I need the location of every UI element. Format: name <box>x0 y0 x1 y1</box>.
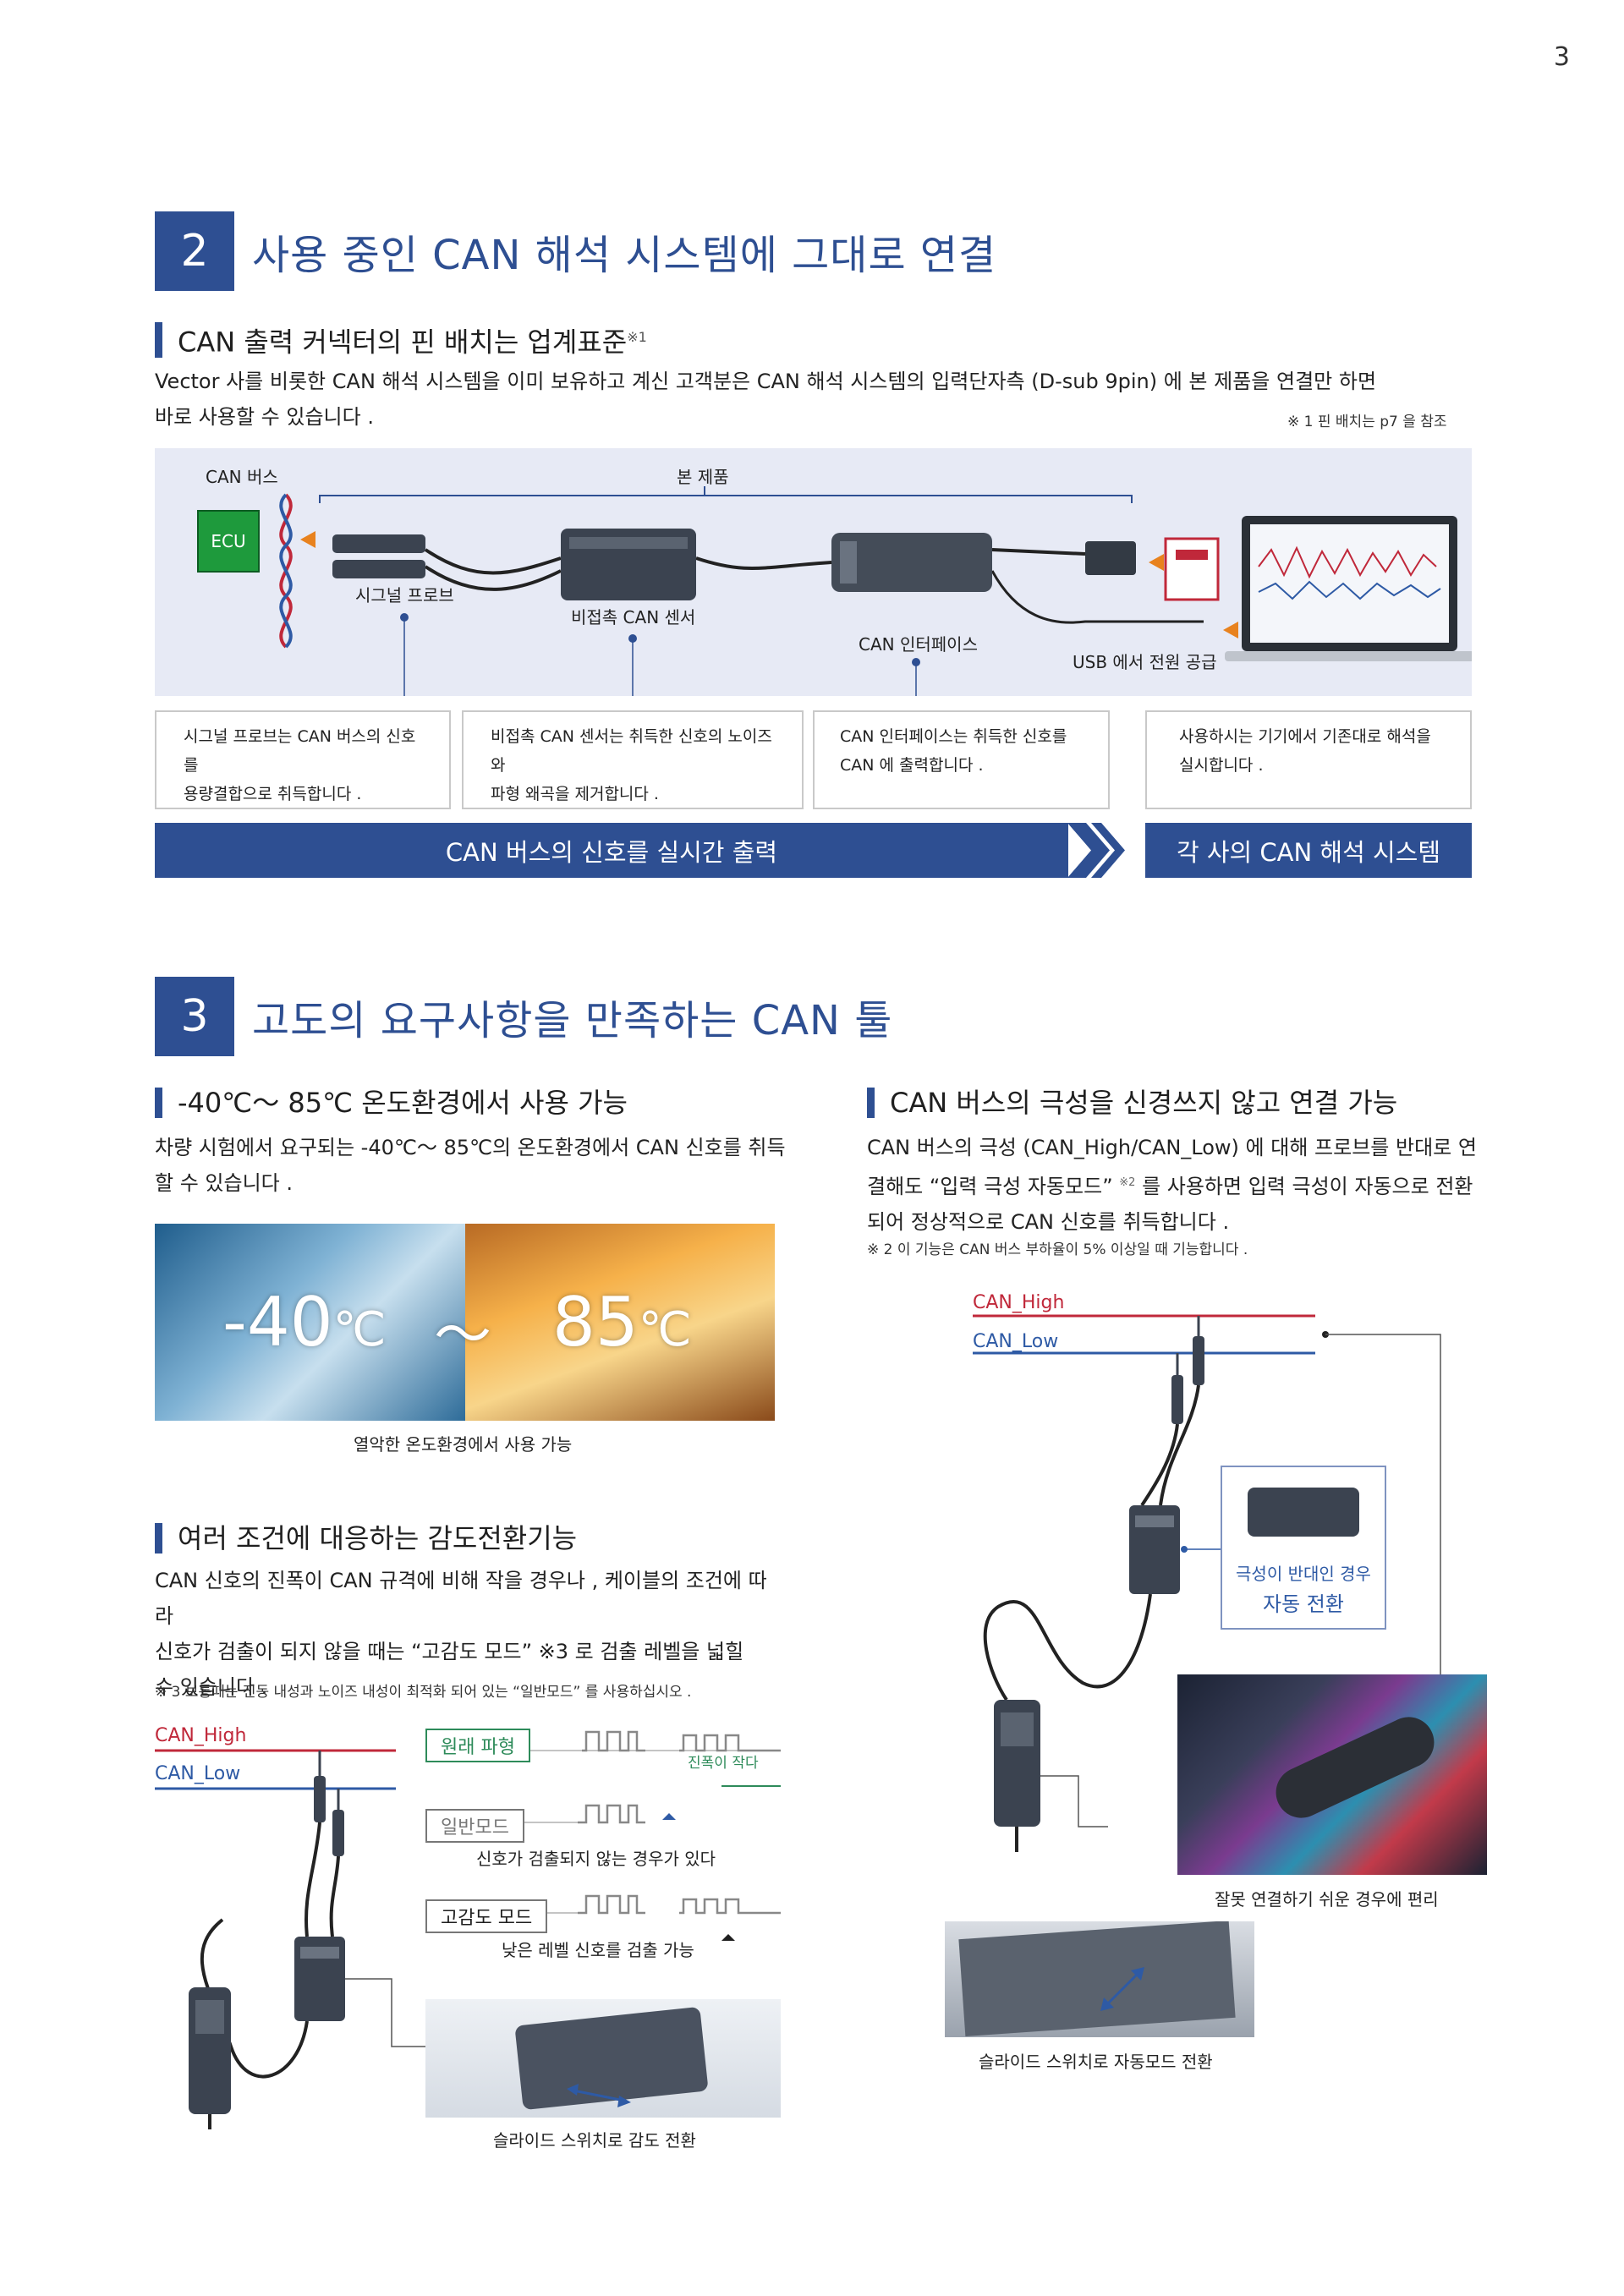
sensor-description-box: 비접촉 CAN 센서는 취득한 신호의 노이즈와 파형 왜곡을 제거합니다 . <box>462 710 804 809</box>
double-arrow-icon <box>1100 1967 1144 2011</box>
temperature-photo: -40℃ ～ 85℃ <box>155 1224 775 1421</box>
box-line: CAN 에 출력합니다 . <box>840 756 984 775</box>
sensitivity-subheading: 여러 조건에 대응하는 감도전환기능 <box>155 1523 577 1553</box>
sensor-label: 비접촉 CAN 센서 <box>571 607 696 627</box>
small-amplitude-label: 진폭이 작다 <box>688 1755 759 1772</box>
polarity-body: CAN 버스의 극성 (CAN_High/CAN_Low) 에 대해 프로브를 … <box>867 1130 1493 1240</box>
temp-caption: 열악한 온도환경에서 사용 가능 <box>354 1434 573 1455</box>
product-label: 본 제품 <box>677 467 729 487</box>
auto-switch-line2: 자동 전환 <box>1263 1592 1344 1616</box>
analysis-description-box: 사용하시는 기기에서 기존대로 해석을 실시합니다 . <box>1145 710 1472 809</box>
body-text: Vector 사를 비롯한 CAN 해석 시스템을 이미 보유하고 계신 고객분… <box>155 364 1376 435</box>
probe-photo <box>1267 1708 1443 1827</box>
box-line: 사용하시는 기기에서 기존대로 해석을 <box>1179 727 1431 746</box>
switch-caption: 슬라이드 스위치로 자동모드 전환 <box>979 2052 1213 2072</box>
box-line: 용량결합으로 취득합니다 . <box>184 785 362 803</box>
body-line: 신호가 검출이 되지 않을 때는 “고감도 모드” ※3 로 검출 레벨을 넓힐 <box>155 1640 744 1663</box>
footnote-ref: ※2 <box>1119 1176 1136 1189</box>
sensor-photo <box>1248 1488 1359 1537</box>
section-number: 2 <box>155 211 234 291</box>
body-text-span: 결해도 “입력 극성 자동모드” <box>867 1175 1120 1198</box>
connection-diagram: ECU CAN 버스 본 제품 시그널 프로브 비접촉 CAN 센서 CAN 인… <box>155 448 1472 696</box>
hot-temp-text: 85℃ <box>552 1283 692 1362</box>
temp-body: 차량 시험에서 요구되는 -40℃～ 85℃의 온도환경에서 CAN 신호를 취… <box>155 1130 789 1201</box>
high-sensitivity-desc: 낮은 레벨 신호를 검출 가능 <box>502 1940 694 1960</box>
subheading: CAN 출력 커넥터의 핀 배치는 업계표준※1 <box>155 322 647 358</box>
body-line: 되어 정상적으로 CAN 신호를 취득합니다 . <box>867 1210 1230 1234</box>
double-chevron-icon <box>1067 823 1125 878</box>
signal-probe-label: 시그널 프로브 <box>355 585 454 606</box>
normal-mode-label: 일반모드 <box>425 1809 524 1843</box>
connector-photo <box>1177 1674 1487 1875</box>
sensitivity-diagram <box>155 1730 781 2129</box>
box-line: 파형 왜곡을 제거합니다 . <box>491 785 659 803</box>
connector-caption: 잘못 연결하기 쉬운 경우에 편리 <box>1215 1889 1439 1910</box>
normal-mode-desc: 신호가 검출되지 않는 경우가 있다 <box>476 1849 716 1869</box>
body-line: 차량 시험에서 요구되는 -40℃～ 85℃의 온도환경에서 CAN 신호를 취… <box>155 1136 786 1159</box>
cold-temp-value: -40 <box>222 1283 333 1362</box>
hot-temp-value: 85 <box>552 1283 639 1362</box>
cold-photo <box>155 1224 465 1421</box>
body-line: CAN 신호의 진폭이 CAN 규격에 비해 작을 경우나 , 케이블의 조건에… <box>155 1569 767 1628</box>
sensitivity-footnote: ※ 3 보통때는 진동 내성과 노이즈 내성이 최적화 되어 있는 “일반모드”… <box>155 1684 692 1701</box>
section-title: 사용 중인 CAN 해석 시스템에 그대로 연결 <box>252 232 997 279</box>
interface-label: CAN 인터페이스 <box>859 634 978 655</box>
high-sensitivity-label: 고감도 모드 <box>425 1899 548 1933</box>
slide-switch-caption: 슬라이드 스위치로 감도 전환 <box>493 2130 696 2151</box>
sensitivity-body: CAN 신호의 진폭이 CAN 규격에 비해 작을 경우나 , 케이블의 조건에… <box>155 1563 781 1705</box>
polarity-diagram <box>973 1314 1441 1852</box>
usb-label: USB 에서 전원 공급 <box>1073 652 1217 672</box>
page-number: 3 <box>1553 42 1570 72</box>
footnote: ※ 1 핀 배치는 p7 을 참조 <box>1287 414 1447 430</box>
diagram-graphics <box>279 486 1472 696</box>
ecu-box: ECU <box>197 510 260 573</box>
can-low-label: CAN_Low <box>973 1331 1059 1352</box>
slide-switch-photo <box>425 1999 781 2118</box>
cold-temp-unit: ℃ <box>332 1302 387 1357</box>
body-line: 할 수 있습니다 . <box>155 1171 293 1195</box>
polarity-subheading: CAN 버스의 극성을 신경쓰지 않고 연결 가능 <box>867 1088 1397 1118</box>
body-line: 수 있습니다 . <box>155 1675 268 1699</box>
hot-photo <box>465 1224 775 1421</box>
section-number: 3 <box>155 977 234 1056</box>
subheading-text: CAN 출력 커넥터의 핀 배치는 업계표준 <box>178 326 628 359</box>
section-title: 고도의 요구사항을 만족하는 CAN 툴 <box>252 997 893 1044</box>
box-line: 비접촉 CAN 센서는 취득한 신호의 노이즈와 <box>491 727 772 775</box>
temp-tilde: ～ <box>434 1302 492 1369</box>
body-line: Vector 사를 비롯한 CAN 해석 시스템을 이미 보유하고 계신 고객분… <box>155 370 1377 393</box>
body-line: 결해도 “입력 극성 자동모드” ※2 를 사용하면 입력 극성이 자동으로 전… <box>867 1165 1493 1204</box>
double-arrow-icon <box>567 2084 631 2107</box>
body-line: CAN 버스의 극성 (CAN_High/CAN_Low) 에 대해 프로브를 … <box>867 1136 1477 1159</box>
auto-switch-line1: 극성이 반대인 경우 <box>1236 1564 1371 1584</box>
can-high-label: CAN_High <box>155 1725 247 1746</box>
auto-switch-box: 극성이 반대인 경우 자동 전환 <box>1221 1466 1386 1630</box>
hot-temp-unit: ℃ <box>638 1302 692 1357</box>
realtime-output-bar: CAN 버스의 신호를 실시간 출력 <box>155 823 1068 878</box>
body-line: 바로 사용할 수 있습니다 . <box>155 405 374 429</box>
cold-temp-text: -40℃ <box>222 1283 387 1362</box>
footnote-ref: ※1 <box>627 329 647 345</box>
switch-photo <box>945 1921 1254 2037</box>
box-line: 시그널 프로브는 CAN 버스의 신호를 <box>184 727 416 775</box>
polarity-footnote: ※ 2 이 기능은 CAN 버스 부하율이 5% 이상일 때 기능합니다 . <box>867 1241 1248 1258</box>
box-line: 실시합니다 . <box>1179 756 1264 775</box>
probe-description-box: 시그널 프로브는 CAN 버스의 신호를 용량결합으로 취득합니다 . <box>155 710 451 809</box>
original-waveform-label: 원래 파형 <box>425 1729 530 1762</box>
can-low-label: CAN_Low <box>155 1763 241 1784</box>
can-high-label: CAN_High <box>973 1292 1065 1313</box>
body-text-span: 를 사용하면 입력 극성이 자동으로 전환 <box>1135 1175 1473 1198</box>
temp-subheading: -40℃～ 85℃ 온도환경에서 사용 가능 <box>155 1088 628 1118</box>
interface-description-box: CAN 인터페이스는 취득한 신호를 CAN 에 출력합니다 . <box>813 710 1110 809</box>
analysis-system-bar: 각 사의 CAN 해석 시스템 <box>1145 823 1472 878</box>
box-line: CAN 인터페이스는 취득한 신호를 <box>840 727 1067 746</box>
can-bus-label: CAN 버스 <box>206 467 278 487</box>
